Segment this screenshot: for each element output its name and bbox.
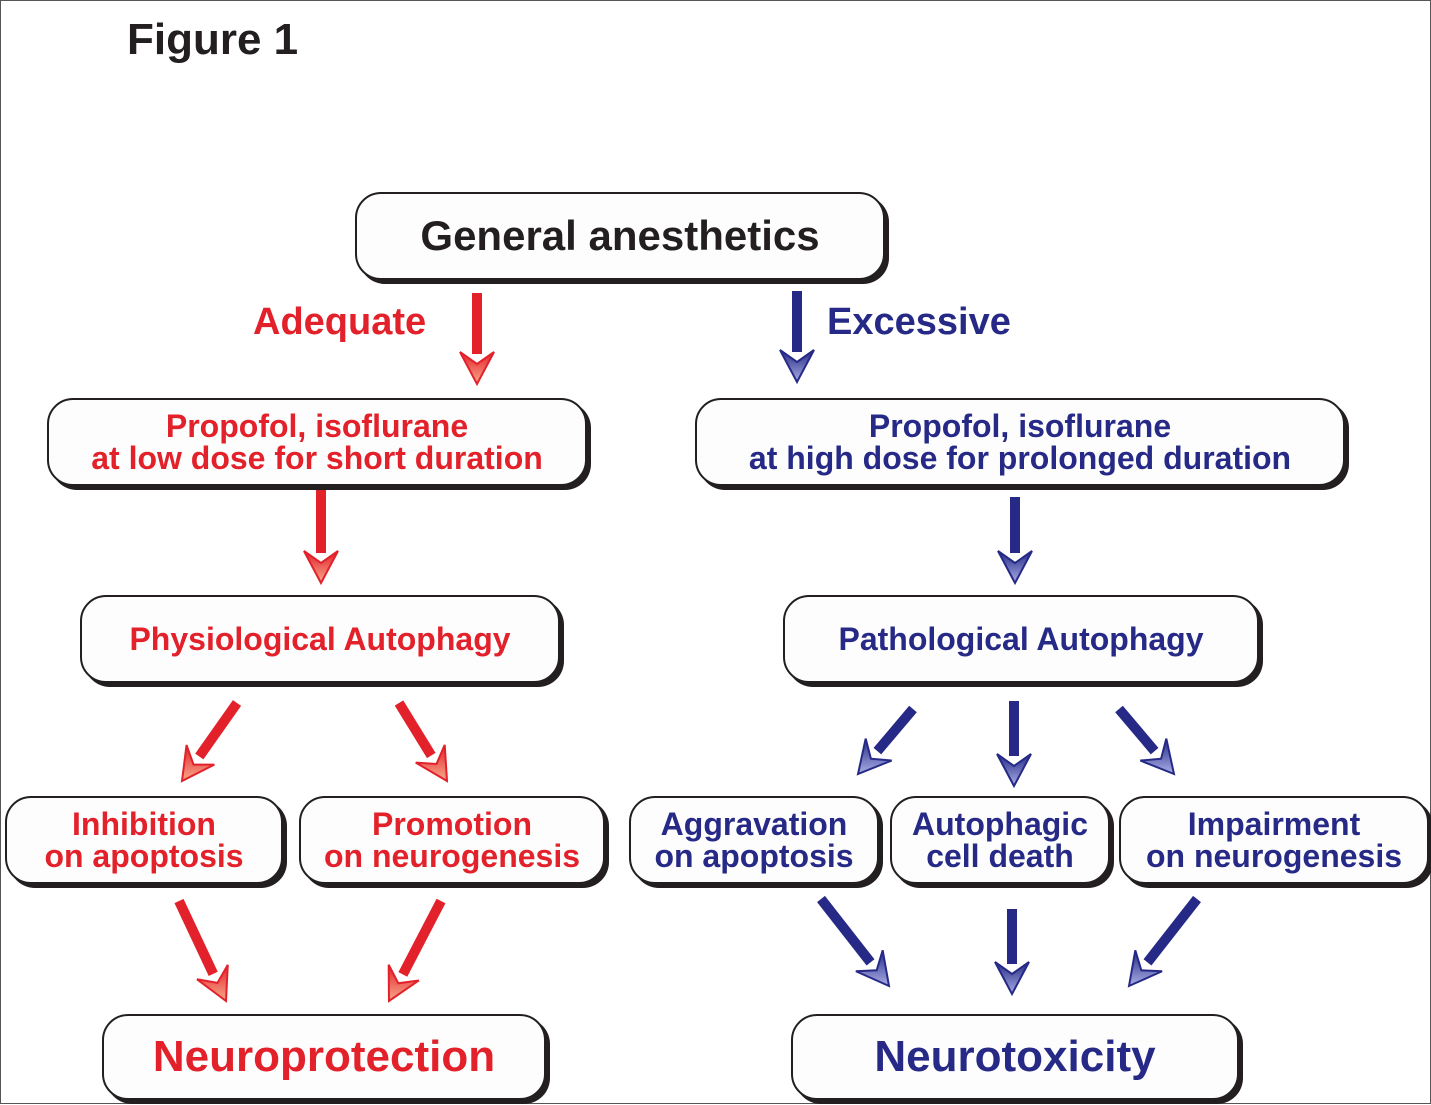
arrow-low-dose-to-physiological-head [303,550,339,586]
arrow-promotion-to-neuroprotection-shaft [398,898,446,977]
high-dose-box: Propofol, isoflurane at high dose for pr… [695,398,1345,486]
autophagic-line1: Autophagic [912,806,1088,842]
aggravation-line1: Aggravation [660,806,848,842]
arrow-physiological-to-promotion-shaft [394,700,436,759]
adequate-label: Adequate [253,301,427,343]
arrow-low-dose-to-physiological [303,490,339,586]
arrow-adequate-head [459,351,495,387]
arrow-high-dose-to-pathological [997,497,1033,586]
arrow-pathological-to-autophagic [996,701,1032,789]
arrow-aggravation-to-neurotoxicity [817,895,891,988]
arrow-pathological-to-aggravation-head [856,738,893,776]
physiological-autophagy-box: Physiological Autophagy [80,595,560,683]
low-dose-box: Propofol, isoflurane at low dose for sho… [47,398,587,486]
root-box: General anesthetics [355,192,885,280]
arrow-physiological-to-inhibition-head [180,744,215,783]
arrow-excessive [779,291,815,385]
arrow-physiological-to-promotion [394,700,449,783]
arrow-autophagic-to-neurotoxicity [994,909,1030,997]
arrow-high-dose-to-pathological-shaft [1010,497,1020,553]
pathological-autophagy-box: Pathological Autophagy [783,595,1259,683]
arrow-adequate-shaft [472,293,482,354]
arrow-adequate [459,293,495,387]
autophagic-line2: cell death [926,838,1074,874]
arrow-inhibition-to-neuroprotection-head [196,964,229,1003]
promotion-neurogenesis-box: Promotion on neurogenesis [299,796,605,884]
arrow-autophagic-to-neurotoxicity-shaft [1007,909,1017,964]
impairment-line1: Impairment [1187,806,1361,842]
impairment-neurogenesis-box: Impairment on neurogenesis [1119,796,1429,884]
inhibition-line1: Inhibition [72,806,216,842]
physiological-autophagy-label: Physiological Autophagy [129,621,511,657]
aggravation-apoptosis-box: Aggravation on apoptosis [629,796,879,884]
arrow-pathological-to-impairment [1115,705,1176,776]
pathological-autophagy-label: Pathological Autophagy [838,621,1204,657]
promotion-line1: Promotion [372,806,532,842]
aggravation-line2: on apoptosis [654,838,854,874]
arrow-pathological-to-aggravation [856,705,917,776]
neuroprotection-box: Neuroprotection [102,1014,546,1100]
excessive-label: Excessive [827,301,1011,343]
arrow-aggravation-to-neurotoxicity-head [855,950,891,988]
figure-label: Figure 1 [127,15,299,64]
inhibition-apoptosis-box: Inhibition on apoptosis [5,796,283,884]
inhibition-line2: on apoptosis [44,838,244,874]
autophagic-cell-death-box: Autophagic cell death [890,796,1110,884]
arrow-aggravation-to-neurotoxicity-shaft [817,895,875,966]
arrow-low-dose-to-physiological-shaft [316,490,326,553]
low-dose-line2: at low dose for short duration [91,440,543,476]
promotion-line2: on neurogenesis [323,838,581,874]
root-label: General anesthetics [420,212,820,259]
arrow-inhibition-to-neuroprotection [174,898,229,1003]
arrow-impairment-to-neurotoxicity [1127,895,1201,988]
arrow-impairment-to-neurotoxicity-head [1127,950,1163,988]
arrow-excessive-head [779,349,815,385]
arrow-physiological-to-promotion-head [415,744,449,783]
neuroprotection-label: Neuroprotection [152,1032,496,1081]
arrow-pathological-to-autophagic-head [996,753,1032,789]
arrow-pathological-to-autophagic-shaft [1009,701,1019,756]
arrow-impairment-to-neurotoxicity-shaft [1143,895,1201,966]
low-dose-line1: Propofol, isoflurane [165,408,469,444]
neurotoxicity-label: Neurotoxicity [874,1032,1156,1081]
high-dose-line1: Propofol, isoflurane [868,408,1172,444]
arrow-pathological-to-impairment-head [1139,738,1176,776]
arrow-autophagic-to-neurotoxicity-head [994,961,1030,997]
arrow-promotion-to-neuroprotection [387,898,446,1003]
impairment-line2: on neurogenesis [1145,838,1403,874]
arrow-inhibition-to-neuroprotection-shaft [174,898,218,976]
high-dose-line2: at high dose for prolonged duration [748,440,1292,476]
arrow-excessive-shaft [792,291,802,352]
arrow-pathological-to-impairment-shaft [1115,705,1159,755]
arrow-physiological-to-inhibition-shaft [195,700,242,760]
arrow-pathological-to-aggravation-shaft [873,705,917,755]
arrow-promotion-to-neuroprotection-head [387,964,420,1003]
neurotoxicity-box: Neurotoxicity [791,1014,1239,1100]
arrow-physiological-to-inhibition [180,700,242,783]
arrow-high-dose-to-pathological-head [997,550,1033,586]
